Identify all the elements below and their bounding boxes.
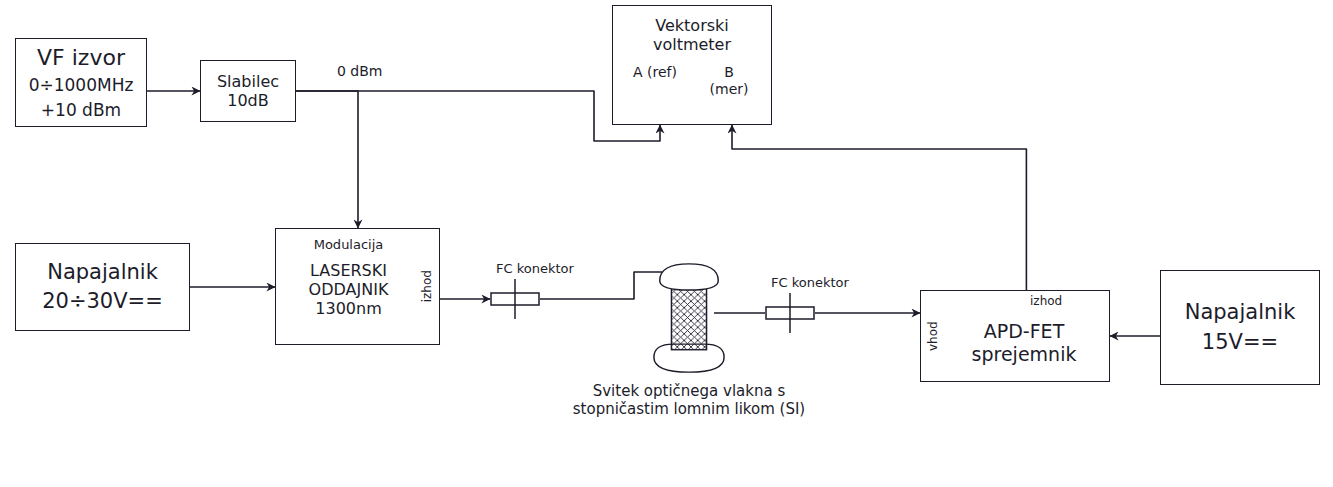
connector-symbol (490, 291, 540, 307)
label-text: 15V== (1202, 330, 1278, 355)
port-label: vhod (926, 321, 940, 351)
coil-illustration (650, 262, 728, 374)
source-box: VF izvor 0÷1000MHz +10 dBm (15, 38, 147, 127)
label-text: Vektorski voltmeter (621, 16, 763, 54)
fiber-coil: Svitek optičnega vlakna s stopničastim l… (650, 262, 728, 374)
voltmeter-box: Vektorski voltmeter A (ref) B (mer) (612, 5, 772, 125)
port-tag: izhod (417, 229, 437, 344)
signal-connector (440, 298, 490, 300)
label-text: A (ref) (631, 64, 679, 98)
attenuator-box: Slabilec 10dB (200, 60, 296, 122)
signal-connector (714, 312, 765, 314)
port-label: izhod (1030, 294, 1062, 308)
label-text: Modulacija (314, 237, 384, 253)
fc-connector: FC konektor (765, 305, 815, 321)
laser-transmitter-box: ModulacijaLASERSKI ODDAJNIK 1300nm izhod (275, 228, 440, 345)
fc-connector: FC konektor (490, 291, 540, 307)
connector-symbol (765, 305, 815, 321)
edge-label: 0 dBm (334, 63, 386, 79)
signal-connector (147, 90, 200, 92)
label-text: VF izvor (37, 45, 125, 71)
signal-connector (296, 91, 358, 228)
label-text: Napajalnik (1185, 300, 1296, 325)
label-text: 20÷30V== (42, 289, 163, 314)
power-supply-box: Napajalnik 15V== (1160, 270, 1320, 385)
receiver-box: izhodAPD-FET sprejemnik vhod (920, 290, 1110, 382)
signal-connector (296, 91, 660, 141)
label-text: Slabilec 10dB (209, 72, 287, 110)
port-tag: vhod (923, 291, 943, 381)
signal-connector (190, 286, 275, 288)
caption-text: Svitek optičnega vlakna s stopničastim l… (569, 382, 809, 418)
signal-connector (815, 312, 920, 314)
label-text: B (mer) (705, 64, 753, 98)
label-text: APD-FET sprejemnik (947, 320, 1101, 366)
signal-connector (732, 125, 1026, 290)
signal-connector (1110, 335, 1160, 337)
label-text: +10 dBm (41, 100, 121, 120)
label-text: FC konektor (769, 275, 851, 291)
power-supply-box: Napajalnik 20÷30V== (15, 243, 190, 331)
label-text: Napajalnik (47, 260, 158, 285)
label-text: FC konektor (494, 261, 576, 277)
label-text: 0÷1000MHz (29, 75, 134, 95)
port-label: izhod (420, 270, 434, 302)
label-text: LASERSKI ODDAJNIK 1300nm (284, 261, 413, 319)
input-row: A (ref) B (mer) (631, 64, 753, 98)
